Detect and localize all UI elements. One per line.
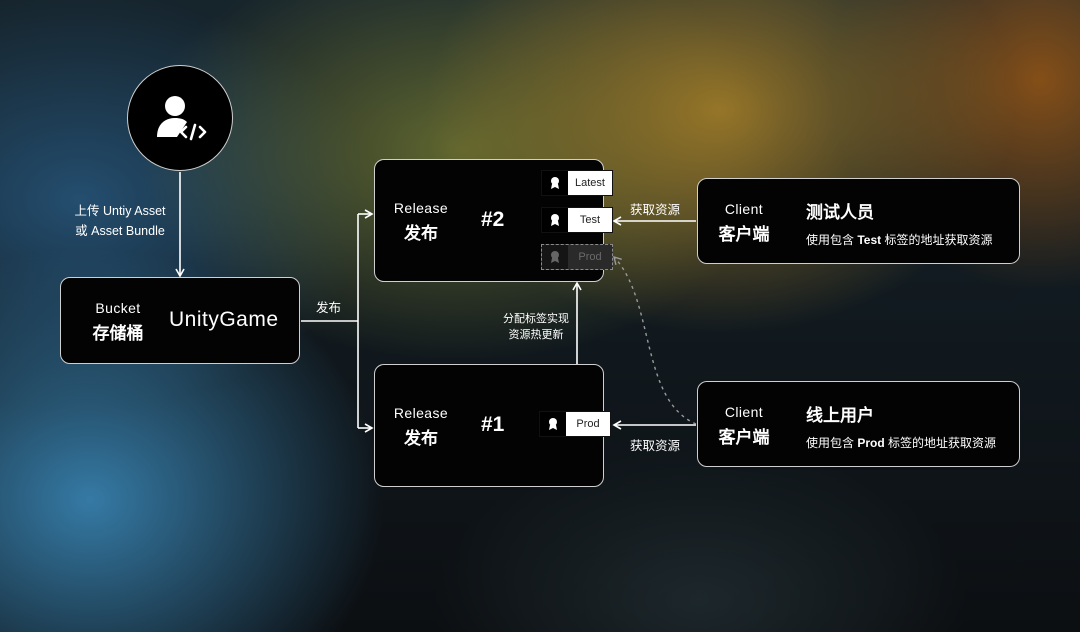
client-test-desc: 使用包含 Test 标签的地址获取资源 bbox=[806, 233, 993, 247]
bucket-name: UnityGame bbox=[169, 308, 279, 331]
bucket-zh-label: 存储桶 bbox=[92, 324, 144, 343]
badge-icon bbox=[542, 208, 568, 232]
client-test-zh-label: 客户端 bbox=[718, 225, 770, 244]
release-1-en-label: Release bbox=[393, 405, 449, 421]
client-prod-zh-label: 客户端 bbox=[718, 428, 770, 447]
release-2-en-label: Release bbox=[393, 200, 449, 216]
badge-icon bbox=[542, 245, 568, 269]
upload-label: 上传 Untiy Asset 或 Asset Bundle bbox=[60, 201, 180, 241]
tag-test-label: Test bbox=[579, 214, 601, 226]
developer-avatar bbox=[127, 65, 233, 171]
bucket-box: Bucket 存储桶 UnityGame bbox=[60, 277, 300, 364]
tag-prod-label: Prod bbox=[576, 418, 600, 430]
hot-update-line1: 分配标签实现 bbox=[503, 313, 569, 325]
tag-prod-future-label: Prod bbox=[578, 251, 602, 263]
client-test-title: 测试人员 bbox=[806, 203, 874, 222]
developer-code-icon bbox=[157, 96, 207, 141]
tag-prod-future: Prod bbox=[541, 244, 613, 270]
release-2-zh-label: 发布 bbox=[404, 224, 438, 243]
client-test-en-label: Client bbox=[724, 201, 764, 217]
tag-prod: Prod bbox=[539, 411, 611, 437]
client-test-box: Client 客户端 测试人员 使用包含 Test 标签的地址获取资源 bbox=[697, 178, 1020, 264]
fetch-label-top: 获取资源 bbox=[630, 203, 681, 217]
client-prod-title: 线上用户 bbox=[806, 406, 874, 425]
badge-icon bbox=[540, 412, 566, 436]
hot-update-label: 分配标签实现 资源热更新 bbox=[496, 311, 576, 343]
release-1-zh-label: 发布 bbox=[404, 429, 438, 448]
tag-latest-label: Latest bbox=[575, 177, 605, 189]
future-dashed-arrow bbox=[613, 255, 697, 425]
upload-label-line1: 上传 Untiy Asset bbox=[74, 204, 166, 218]
badge-icon bbox=[542, 171, 568, 195]
upload-label-line2: 或 Asset Bundle bbox=[75, 224, 165, 238]
tag-test: Test bbox=[541, 207, 613, 233]
client-prod-desc: 使用包含 Prod 标签的地址获取资源 bbox=[806, 436, 997, 450]
publish-label: 发布 bbox=[316, 301, 342, 315]
client-prod-en-label: Client bbox=[724, 404, 764, 420]
release-1-number: #1 bbox=[481, 413, 505, 436]
tag-latest: Latest bbox=[541, 170, 613, 196]
client-prod-box: Client 客户端 线上用户 使用包含 Prod 标签的地址获取资源 bbox=[697, 381, 1020, 467]
hot-update-line2: 资源热更新 bbox=[508, 329, 564, 341]
bucket-en-label: Bucket bbox=[95, 300, 141, 316]
fetch-label-bottom: 获取资源 bbox=[630, 439, 681, 453]
release-2-number: #2 bbox=[481, 208, 505, 231]
